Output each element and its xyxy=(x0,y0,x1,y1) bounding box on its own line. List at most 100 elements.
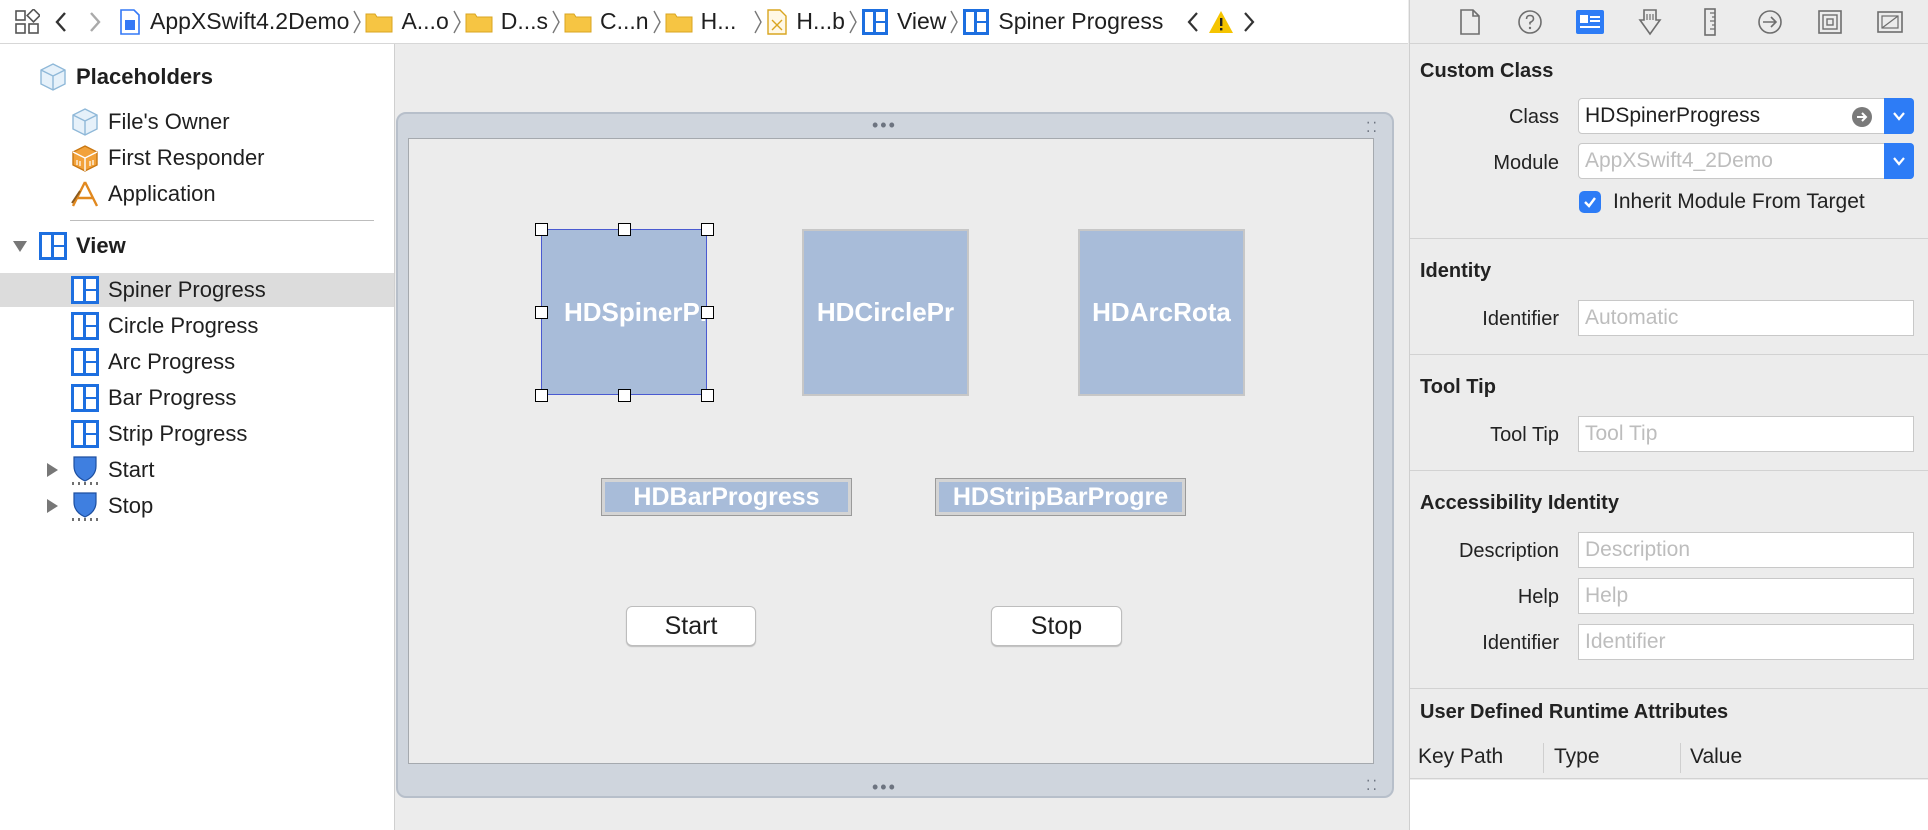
class-combo-box[interactable]: HDSpinerProgress xyxy=(1578,98,1914,134)
outline-label: Spiner Progress xyxy=(108,277,266,302)
section-title-custom-class: Custom Class xyxy=(1420,60,1554,82)
outline-stop[interactable]: Stop xyxy=(0,489,394,523)
selection-handle[interactable] xyxy=(535,306,548,319)
quick-help-icon[interactable] xyxy=(1500,0,1560,44)
column-divider xyxy=(1543,743,1544,773)
disclosure-collapsed-icon[interactable] xyxy=(44,462,60,478)
identity-inspector-icon[interactable] xyxy=(1560,0,1620,44)
chevron-down-icon[interactable] xyxy=(1884,98,1914,134)
crumb-label: View xyxy=(896,8,947,34)
outline-arc-progress[interactable]: Arc Progress xyxy=(0,345,394,379)
view-icon xyxy=(861,8,889,36)
crumb-label: H...b xyxy=(796,8,845,34)
outline-application[interactable]: Application xyxy=(0,177,394,211)
warning-icon[interactable] xyxy=(1205,0,1237,43)
disclosure-collapsed-icon[interactable] xyxy=(44,498,60,514)
forward-icon[interactable] xyxy=(78,0,112,43)
crumb-view[interactable]: View xyxy=(861,0,947,43)
swift-project-icon xyxy=(118,8,142,36)
crumb-xib[interactable]: H...b xyxy=(766,0,845,43)
checkmark-icon[interactable] xyxy=(1579,191,1601,213)
next-issue-icon[interactable] xyxy=(1237,0,1261,43)
view-icon xyxy=(962,8,990,36)
outline-label: View xyxy=(76,233,126,258)
chevron-right-icon xyxy=(649,0,665,43)
go-to-class-icon[interactable] xyxy=(1851,106,1873,128)
view-icon xyxy=(70,419,100,449)
inherit-module-checkbox[interactable]: Inherit Module From Target xyxy=(1579,190,1865,214)
outline-circle-progress[interactable]: Circle Progress xyxy=(0,309,394,343)
application-icon xyxy=(70,179,100,209)
module-combo-box[interactable]: AppXSwift4_2Demo xyxy=(1578,143,1914,179)
outline-first-responder[interactable]: First Responder xyxy=(0,141,394,175)
selection-handle[interactable] xyxy=(701,306,714,319)
attributes-inspector-icon[interactable] xyxy=(1620,0,1680,44)
outline-label: First Responder xyxy=(108,145,265,170)
resize-handle-top[interactable]: ••• xyxy=(872,115,897,135)
outline-spiner-progress[interactable]: Spiner Progress xyxy=(0,273,394,307)
stop-button[interactable]: Stop xyxy=(991,606,1122,646)
root-view[interactable]: HDSpinerPr HDCirclePr HDArcRota HDBarPro… xyxy=(408,138,1374,764)
selection-handle[interactable] xyxy=(701,389,714,402)
crumb-folder-3[interactable]: C...n xyxy=(564,0,649,43)
resize-handle-top-right[interactable]: ⁚⁚ xyxy=(1366,119,1379,135)
scene-frame[interactable]: ••• ⁚⁚ ··· ••• ⁚⁚ HDSpinerPr HDCirclePr … xyxy=(396,112,1394,798)
outline-placeholders[interactable]: Placeholders xyxy=(0,60,394,94)
column-key-path[interactable]: Key Path xyxy=(1418,744,1504,768)
chevron-down-icon[interactable] xyxy=(1884,143,1914,179)
view-effects-inspector-icon[interactable] xyxy=(1860,0,1920,44)
column-value[interactable]: Value xyxy=(1690,744,1743,768)
back-icon[interactable] xyxy=(44,0,78,43)
start-button[interactable]: Start xyxy=(626,606,756,646)
button-object-icon xyxy=(70,454,100,486)
description-field[interactable]: Description xyxy=(1578,532,1914,568)
runtime-attributes-table[interactable] xyxy=(1410,780,1928,830)
selection-handle[interactable] xyxy=(535,223,548,236)
file-inspector-icon[interactable] xyxy=(1440,0,1500,44)
connections-inspector-icon[interactable] xyxy=(1740,0,1800,44)
disclosure-expanded-icon[interactable] xyxy=(12,238,28,254)
document-outline: Placeholders File's Owner First Responde… xyxy=(0,44,395,830)
outline-view[interactable]: View xyxy=(0,229,394,263)
selection-handle[interactable] xyxy=(618,223,631,236)
crumb-spiner-progress[interactable]: Spiner Progress xyxy=(962,0,1163,43)
button-object-icon xyxy=(70,490,100,522)
previous-issue-icon[interactable] xyxy=(1181,0,1205,43)
help-field[interactable]: Help xyxy=(1578,578,1914,614)
circle-progress-view[interactable]: HDCirclePr xyxy=(802,229,969,396)
strip-progress-view[interactable]: HDStripBarProgre xyxy=(935,478,1186,516)
spiner-progress-view[interactable]: HDSpinerPr xyxy=(541,229,707,395)
outline-label: Placeholders xyxy=(76,64,213,89)
accessibility-identifier-field[interactable]: Identifier xyxy=(1578,624,1914,660)
folder-icon xyxy=(665,11,693,33)
column-type[interactable]: Type xyxy=(1554,744,1600,768)
first-responder-icon xyxy=(70,143,100,173)
outline-start[interactable]: Start xyxy=(0,453,394,487)
outline-strip-progress[interactable]: Strip Progress xyxy=(0,417,394,451)
size-inspector-icon[interactable] xyxy=(1680,0,1740,44)
bar-progress-view[interactable]: HDBarProgress xyxy=(601,478,852,516)
outline-bar-progress[interactable]: Bar Progress xyxy=(0,381,394,415)
resize-handle-bottom-right[interactable]: ⁚⁚ xyxy=(1366,777,1379,793)
outline-files-owner[interactable]: File's Owner xyxy=(0,105,394,139)
selection-handle[interactable] xyxy=(701,223,714,236)
xib-file-icon xyxy=(766,8,788,36)
crumb-project[interactable]: AppXSwift4.2Demo xyxy=(118,0,349,43)
resize-handle-bottom[interactable]: ••• xyxy=(872,777,897,797)
interface-builder-canvas[interactable]: ••• ⁚⁚ ··· ••• ⁚⁚ HDSpinerPr HDCirclePr … xyxy=(396,44,1408,830)
selection-handle[interactable] xyxy=(618,389,631,402)
bindings-inspector-icon[interactable] xyxy=(1800,0,1860,44)
crumb-folder-2[interactable]: D...s xyxy=(465,0,548,43)
crumb-folder-4[interactable]: H... xyxy=(665,0,736,43)
chevron-right-icon xyxy=(349,0,365,43)
outline-divider xyxy=(70,220,374,221)
arc-progress-view[interactable]: HDArcRota xyxy=(1078,229,1245,396)
class-label: Class xyxy=(1508,106,1559,128)
identifier-field[interactable]: Automatic xyxy=(1578,300,1914,336)
selection-handle[interactable] xyxy=(535,389,548,402)
tooltip-field[interactable]: Tool Tip xyxy=(1578,416,1914,452)
view-icon xyxy=(70,347,100,377)
runtime-attributes-header: Key Path Type Value xyxy=(1410,735,1928,779)
crumb-folder-1[interactable]: A...o xyxy=(365,0,449,43)
related-items-icon[interactable] xyxy=(10,0,44,43)
